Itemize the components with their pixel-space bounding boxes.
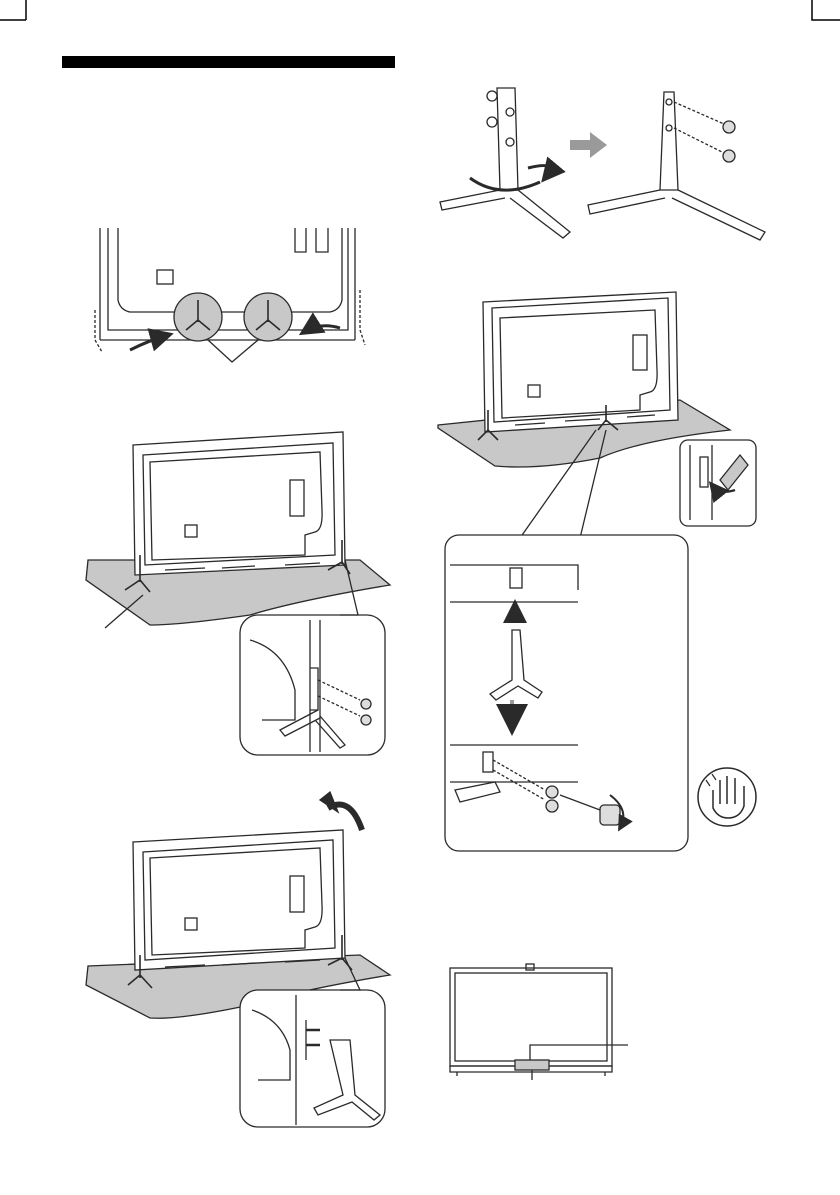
crop-mark-top-left xyxy=(0,0,26,20)
tv-on-table-attach-stand-illustration xyxy=(86,432,390,755)
tv-on-table-stand-detail-illustration xyxy=(438,292,756,851)
section-header-bar xyxy=(62,56,395,68)
tv-tilt-back-illustration xyxy=(86,792,390,1127)
crop-mark-top-right xyxy=(812,0,840,20)
stand-rotate-and-screws-illustration xyxy=(440,88,765,240)
crop-marks xyxy=(0,0,840,20)
caution-hand-icon xyxy=(698,768,756,826)
tv-back-stand-locations-illustration xyxy=(95,228,365,362)
tv-front-view-illustration xyxy=(450,964,628,1080)
